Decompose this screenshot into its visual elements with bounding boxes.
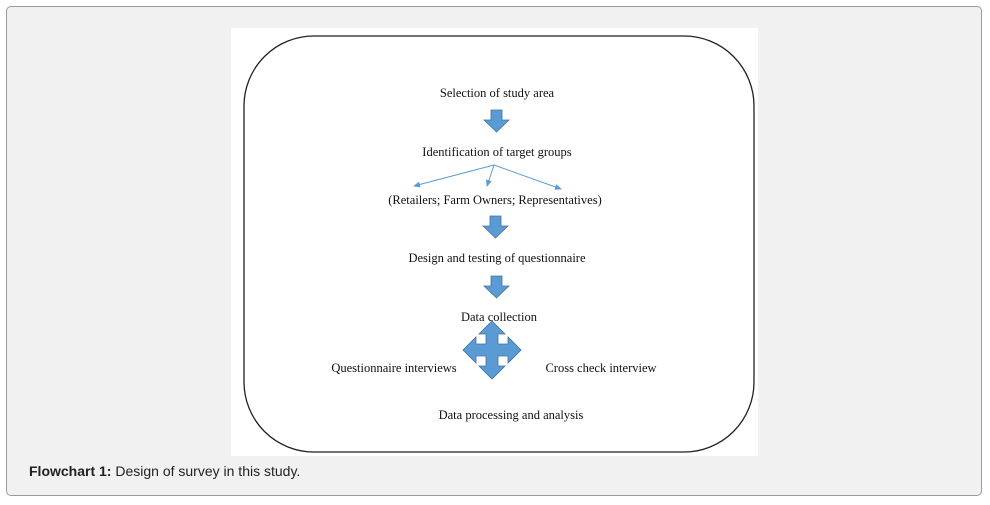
flowchart-svg: Selection of study area Identification o… — [243, 35, 755, 453]
step-selection-label: Selection of study area — [440, 86, 555, 100]
flowchart-frame — [243, 35, 755, 453]
caption-text: Design of survey in this study. — [111, 463, 301, 479]
flowchart-image: Selection of study area Identification o… — [231, 28, 758, 456]
step-collection-label: Data collection — [461, 310, 538, 324]
step-design-label: Design and testing of questionnaire — [408, 251, 585, 265]
down-arrow-icon — [483, 109, 510, 133]
step-processing-label: Data processing and analysis — [439, 408, 584, 422]
branch-arrow-left — [413, 164, 495, 188]
step-crosscheck-label: Cross check interview — [545, 361, 656, 375]
branch-arrow-right — [493, 164, 562, 190]
branch-arrow-middle — [486, 164, 495, 187]
step-groups-label: (Retailers; Farm Owners; Representatives… — [388, 193, 601, 207]
step-questionnaire-label: Questionnaire interviews — [331, 361, 456, 375]
down-arrow-icon — [482, 215, 509, 239]
down-arrow-icon — [483, 275, 510, 299]
figure-caption: Flowchart 1: Design of survey in this st… — [29, 463, 300, 479]
caption-label: Flowchart 1: — [29, 463, 112, 479]
step-identification-label: Identification of target groups — [422, 145, 572, 159]
four-way-arrow-icon — [462, 320, 522, 380]
